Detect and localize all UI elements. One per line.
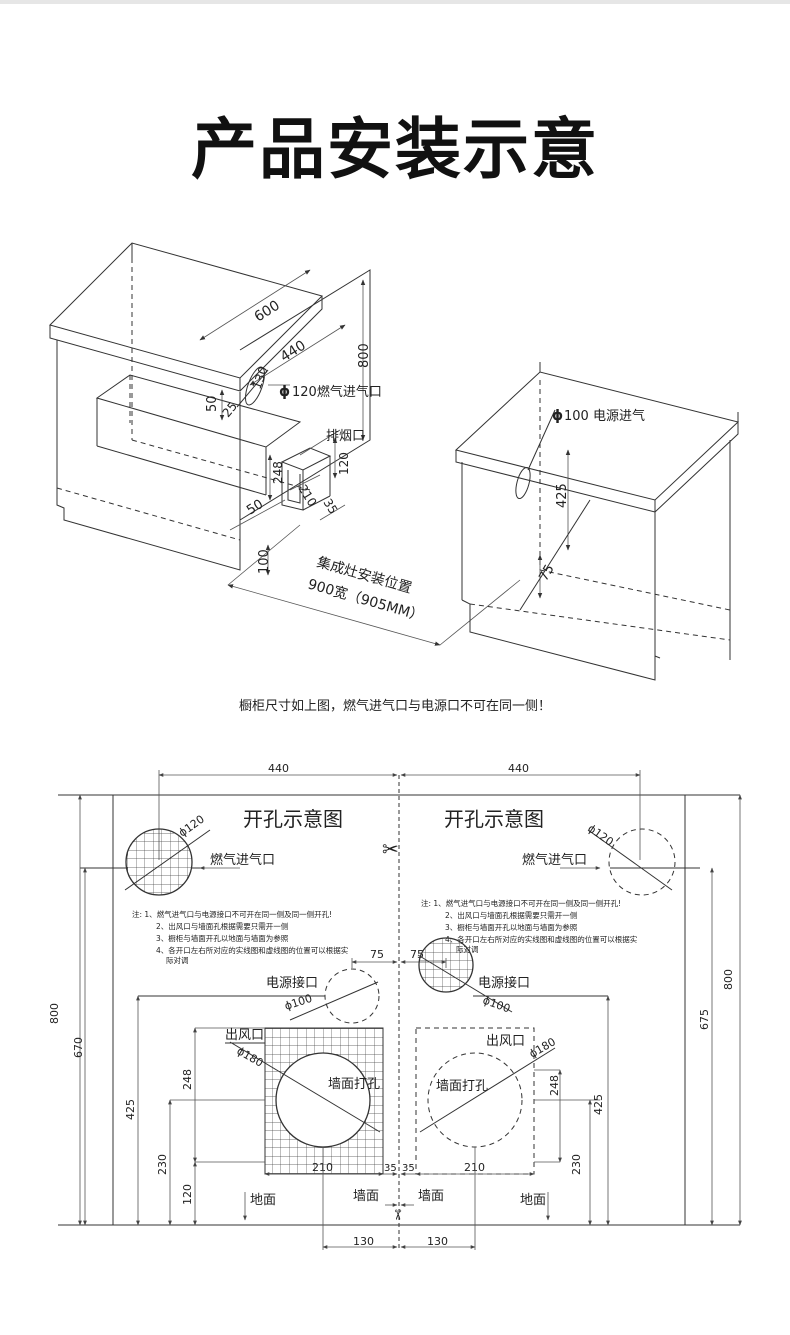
outlet-hole-left — [170, 1027, 384, 1175]
plan-dim-425-left: 425 — [124, 1099, 137, 1120]
phi100-left: ϕ100 — [283, 992, 314, 1013]
phi180-right: ϕ180 — [527, 1035, 558, 1060]
wall-label-left: 墙面 — [353, 1189, 379, 1204]
note-left-5: 际对调 — [166, 955, 189, 965]
plan-dim-230-left: 230 — [156, 1154, 169, 1175]
phi120-right: ϕ120 — [585, 822, 616, 849]
plan-dim-800-left: 800 — [48, 1003, 61, 1024]
note-left-4: 4、各开口左右所对应的实线图和虚线图的位置可以根据实 — [156, 945, 349, 955]
gas-label-right: 燃气进气口 — [522, 852, 587, 868]
gas-inlet-phi: ϕ — [279, 384, 290, 400]
plan-dim-248-right: 248 — [548, 1075, 561, 1096]
power-inlet-label: 100 电源进气 — [564, 408, 645, 424]
page-title: 产品安装示意 — [191, 111, 599, 188]
note-right-2: 2、出风口与墙面孔根据需要只需开一侧 — [445, 910, 577, 920]
plan-dim-210-left: 210 — [312, 1161, 333, 1174]
scissors-icon-bottom: ✂ — [389, 1209, 405, 1221]
gas-inlet-hole-right — [560, 828, 700, 896]
iso-dim-425: 425 — [555, 483, 570, 508]
gas-inlet-hole-left — [80, 828, 240, 896]
iso-dim-100: 100 — [257, 549, 272, 574]
left-cabinet — [49, 242, 521, 646]
plan-dim-675: 675 — [698, 1009, 711, 1030]
gas-label-left: 燃气进气口 — [210, 852, 275, 868]
scissors-icon: ✂ — [382, 837, 399, 861]
right-cabinet — [454, 362, 740, 681]
wall-hole-label-left: 墙面打孔 — [328, 1077, 380, 1092]
plan-dim-120-left: 120 — [181, 1184, 194, 1205]
plan-title-right: 开孔示意图 — [444, 807, 544, 831]
plan-dim-210-right: 210 — [464, 1161, 485, 1174]
wall-hole-label-right: 墙面打孔 — [436, 1079, 488, 1094]
power-hole-right — [417, 937, 608, 1013]
iso-dim-35: 35 — [320, 496, 340, 516]
plan-dim-130-right: 130 — [427, 1235, 448, 1248]
iso-dim-50-top: 50 — [205, 395, 220, 412]
plan-title-left: 开孔示意图 — [243, 807, 343, 831]
plan-dim-800-right: 800 — [722, 969, 735, 990]
iso-dim-248: 248 — [271, 461, 285, 484]
outlet-label-left: 出风口 — [225, 1028, 264, 1043]
iso-dim-800: 800 — [357, 343, 372, 368]
power-label-left: 电源接口 — [266, 975, 318, 991]
note-right-1: 注: 1、燃气进气口与电源接口不可开在同一侧及同一侧开孔! — [421, 898, 621, 908]
phi100-right: ϕ100 — [481, 994, 512, 1016]
note-right-4: 4、各开口左右所对应的实线图和虚线图的位置可以根据实 — [445, 934, 638, 944]
plan-dim-230-right: 230 — [570, 1154, 583, 1175]
outlet-label-right: 出风口 — [486, 1034, 525, 1049]
caption-note: 橱柜尺寸如上图，燃气进气口与电源口不可在同一侧！ — [238, 699, 551, 714]
power-inlet-phi: ϕ — [552, 408, 563, 424]
iso-dim-50-bottom: 50 — [244, 497, 266, 518]
top-bar — [0, 0, 790, 4]
iso-dim-75: 75 — [536, 562, 557, 584]
iso-dim-120: 120 — [337, 452, 351, 475]
gas-inlet-label: 120燃气进气口 — [292, 384, 382, 400]
plan-dim-440-right: 440 — [508, 762, 529, 775]
plan-dim-130-left: 130 — [353, 1235, 374, 1248]
plan-dim-425-right: 425 — [592, 1094, 605, 1115]
note-left-2: 2、出风口与墙面孔根据需要只需开一侧 — [156, 921, 288, 931]
plan-dim-35-right: 35 — [402, 1163, 415, 1174]
floor-label-right: 地面 — [520, 1193, 546, 1208]
outlet-hole-right — [415, 1027, 600, 1175]
note-left-3: 3、橱柜与墙面开孔以地面与墙面为参照 — [156, 933, 289, 943]
notes-left: 注: 1、燃气进气口与电源接口不可开在同一侧及同一侧开孔! 2、出风口与墙面孔根… — [132, 909, 349, 965]
floor-label-left: 地面 — [250, 1193, 276, 1208]
exhaust-label: 排烟口 — [326, 429, 365, 444]
plan-dim-75-left: 75 — [370, 948, 384, 961]
plan-dim-670: 670 — [72, 1037, 85, 1058]
wall-label-right: 墙面 — [418, 1189, 444, 1204]
plan-dim-248-left: 248 — [181, 1069, 194, 1090]
power-label-right: 电源接口 — [478, 975, 530, 991]
plan-dim-35-left: 35 — [384, 1163, 397, 1174]
phi180-left: ϕ180 — [235, 1044, 266, 1069]
isometric-cabinet-diagram: 600 440 800 130 50 25 ϕ 120燃气进气口 排烟口 248… — [49, 242, 740, 681]
plan-dim-440-left: 440 — [268, 762, 289, 775]
note-left-1: 注: 1、燃气进气口与电源接口不可开在同一侧及同一侧开孔! — [132, 909, 332, 919]
power-hole-left — [138, 968, 380, 1024]
note-right-3: 3、橱柜与墙面开孔以地面与墙面为参照 — [445, 922, 578, 932]
